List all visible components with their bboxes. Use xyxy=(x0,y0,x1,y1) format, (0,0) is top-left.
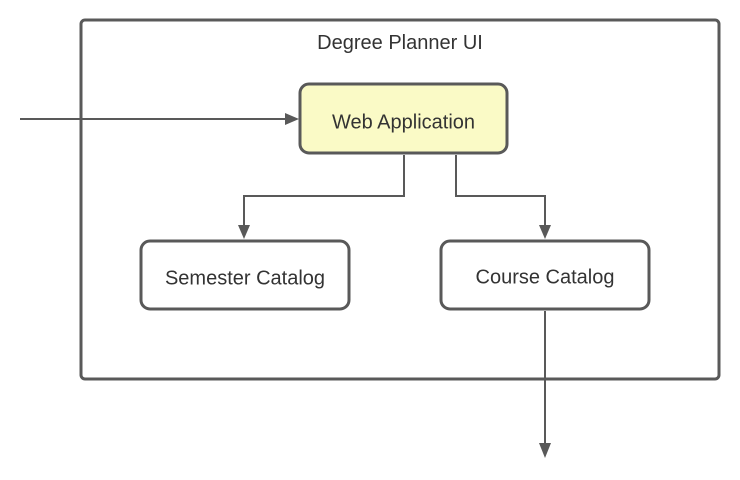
incoming-arrow xyxy=(20,113,299,125)
semester-catalog-node[interactable]: Semester Catalog xyxy=(139,239,351,311)
connector-web-to-course xyxy=(455,155,551,239)
web-application-node[interactable]: Web Application xyxy=(298,82,509,155)
container-title: Degree Planner UI xyxy=(317,32,483,54)
connector-web-to-semester xyxy=(238,155,405,239)
course-catalog-label: Course Catalog xyxy=(476,266,615,288)
connector-web-to-semester-arrowhead xyxy=(238,225,250,239)
semester-catalog-label: Semester Catalog xyxy=(165,267,325,289)
semester-catalog-box[interactable] xyxy=(139,239,351,311)
incoming-arrowhead xyxy=(285,113,299,125)
outgoing-arrow xyxy=(539,311,551,458)
web-application-box[interactable] xyxy=(298,82,509,155)
course-catalog-node[interactable]: Course Catalog xyxy=(439,239,651,311)
course-catalog-box[interactable] xyxy=(439,239,651,311)
connector-web-to-course-path xyxy=(455,155,546,227)
degree-planner-container: Degree Planner UI xyxy=(79,18,721,381)
connector-web-to-course-arrowhead xyxy=(539,225,551,239)
outgoing-arrowhead xyxy=(539,443,551,458)
connector-web-to-semester-path xyxy=(243,155,405,227)
web-application-label: Web Application xyxy=(332,111,475,133)
container-border xyxy=(79,18,721,381)
